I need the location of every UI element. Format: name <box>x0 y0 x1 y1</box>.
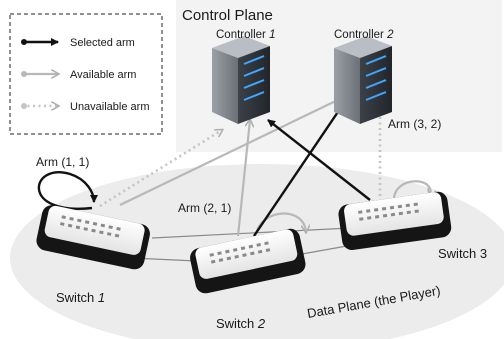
legend-available-label: Available arm <box>70 69 136 81</box>
switch-2-icon[interactable] <box>188 227 307 295</box>
arm-3-2-label: Arm (3, 2) <box>388 117 441 131</box>
unavailable-arms <box>99 108 380 208</box>
control-plane-title: Control Plane <box>182 7 273 24</box>
selected-arms <box>37 99 371 237</box>
switch-3-icon[interactable] <box>337 190 452 251</box>
controller-2-server-icon[interactable] <box>334 36 392 124</box>
controller-2-label: Controller 2 <box>334 29 394 41</box>
selected-self-arm-1 <box>37 171 98 211</box>
controller-1-label: Controller 1 <box>216 29 275 41</box>
switch-3-label: Switch 3 <box>438 246 487 261</box>
legend-selected-label: Selected arm <box>70 37 135 49</box>
arm-2-1-label: Arm (2, 1) <box>178 201 231 215</box>
available-self-arm-3 <box>392 180 431 198</box>
selected-arm-3-1 <box>267 119 371 201</box>
unavailable-arm-1-1 <box>99 130 222 208</box>
available-arm-1-2 <box>119 97 344 206</box>
available-arm-2-1 <box>236 120 250 237</box>
legend: Selected arm Available arm Unavailable a… <box>9 13 163 135</box>
switch-2-label: Switch 2 <box>216 316 266 331</box>
selected-arm-2-2 <box>253 99 347 237</box>
legend-unavailable-label: Unavailable arm <box>70 101 149 113</box>
link-switch1-switch3 <box>151 227 351 239</box>
arm-1-1-label: Arm (1, 1) <box>36 155 89 169</box>
controller-1-server-icon[interactable] <box>212 36 270 124</box>
switch-1-icon[interactable] <box>35 203 152 271</box>
switch-1-label: Switch 1 <box>56 290 105 305</box>
